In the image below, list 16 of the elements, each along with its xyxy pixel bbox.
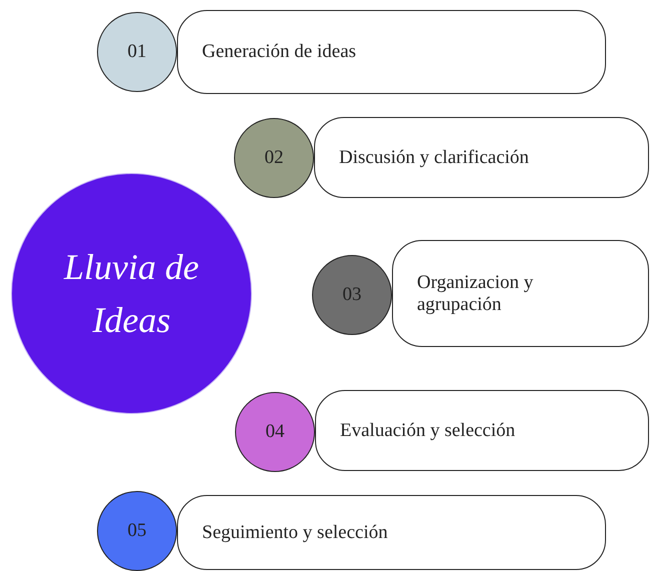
step-number: 02 bbox=[264, 147, 284, 169]
step-box bbox=[315, 390, 649, 471]
step-number: 04 bbox=[266, 421, 284, 443]
step-box bbox=[177, 10, 606, 94]
step-box bbox=[314, 117, 649, 198]
step-label: Seguimiento y selección bbox=[202, 522, 388, 544]
step-label: Evaluación y selección bbox=[340, 420, 516, 442]
step-number: 01 bbox=[128, 41, 146, 63]
step-box bbox=[177, 495, 606, 570]
step-number: 03 bbox=[342, 284, 362, 306]
step-box bbox=[392, 240, 649, 347]
title-text: Lluvia de Ideas bbox=[62, 246, 200, 342]
step-label: Discusión y clarificación bbox=[339, 146, 529, 168]
step-number: 05 bbox=[128, 520, 146, 542]
step-label: Generación de ideas bbox=[202, 41, 356, 63]
step-label: Organizacion y agrupación bbox=[417, 272, 534, 316]
